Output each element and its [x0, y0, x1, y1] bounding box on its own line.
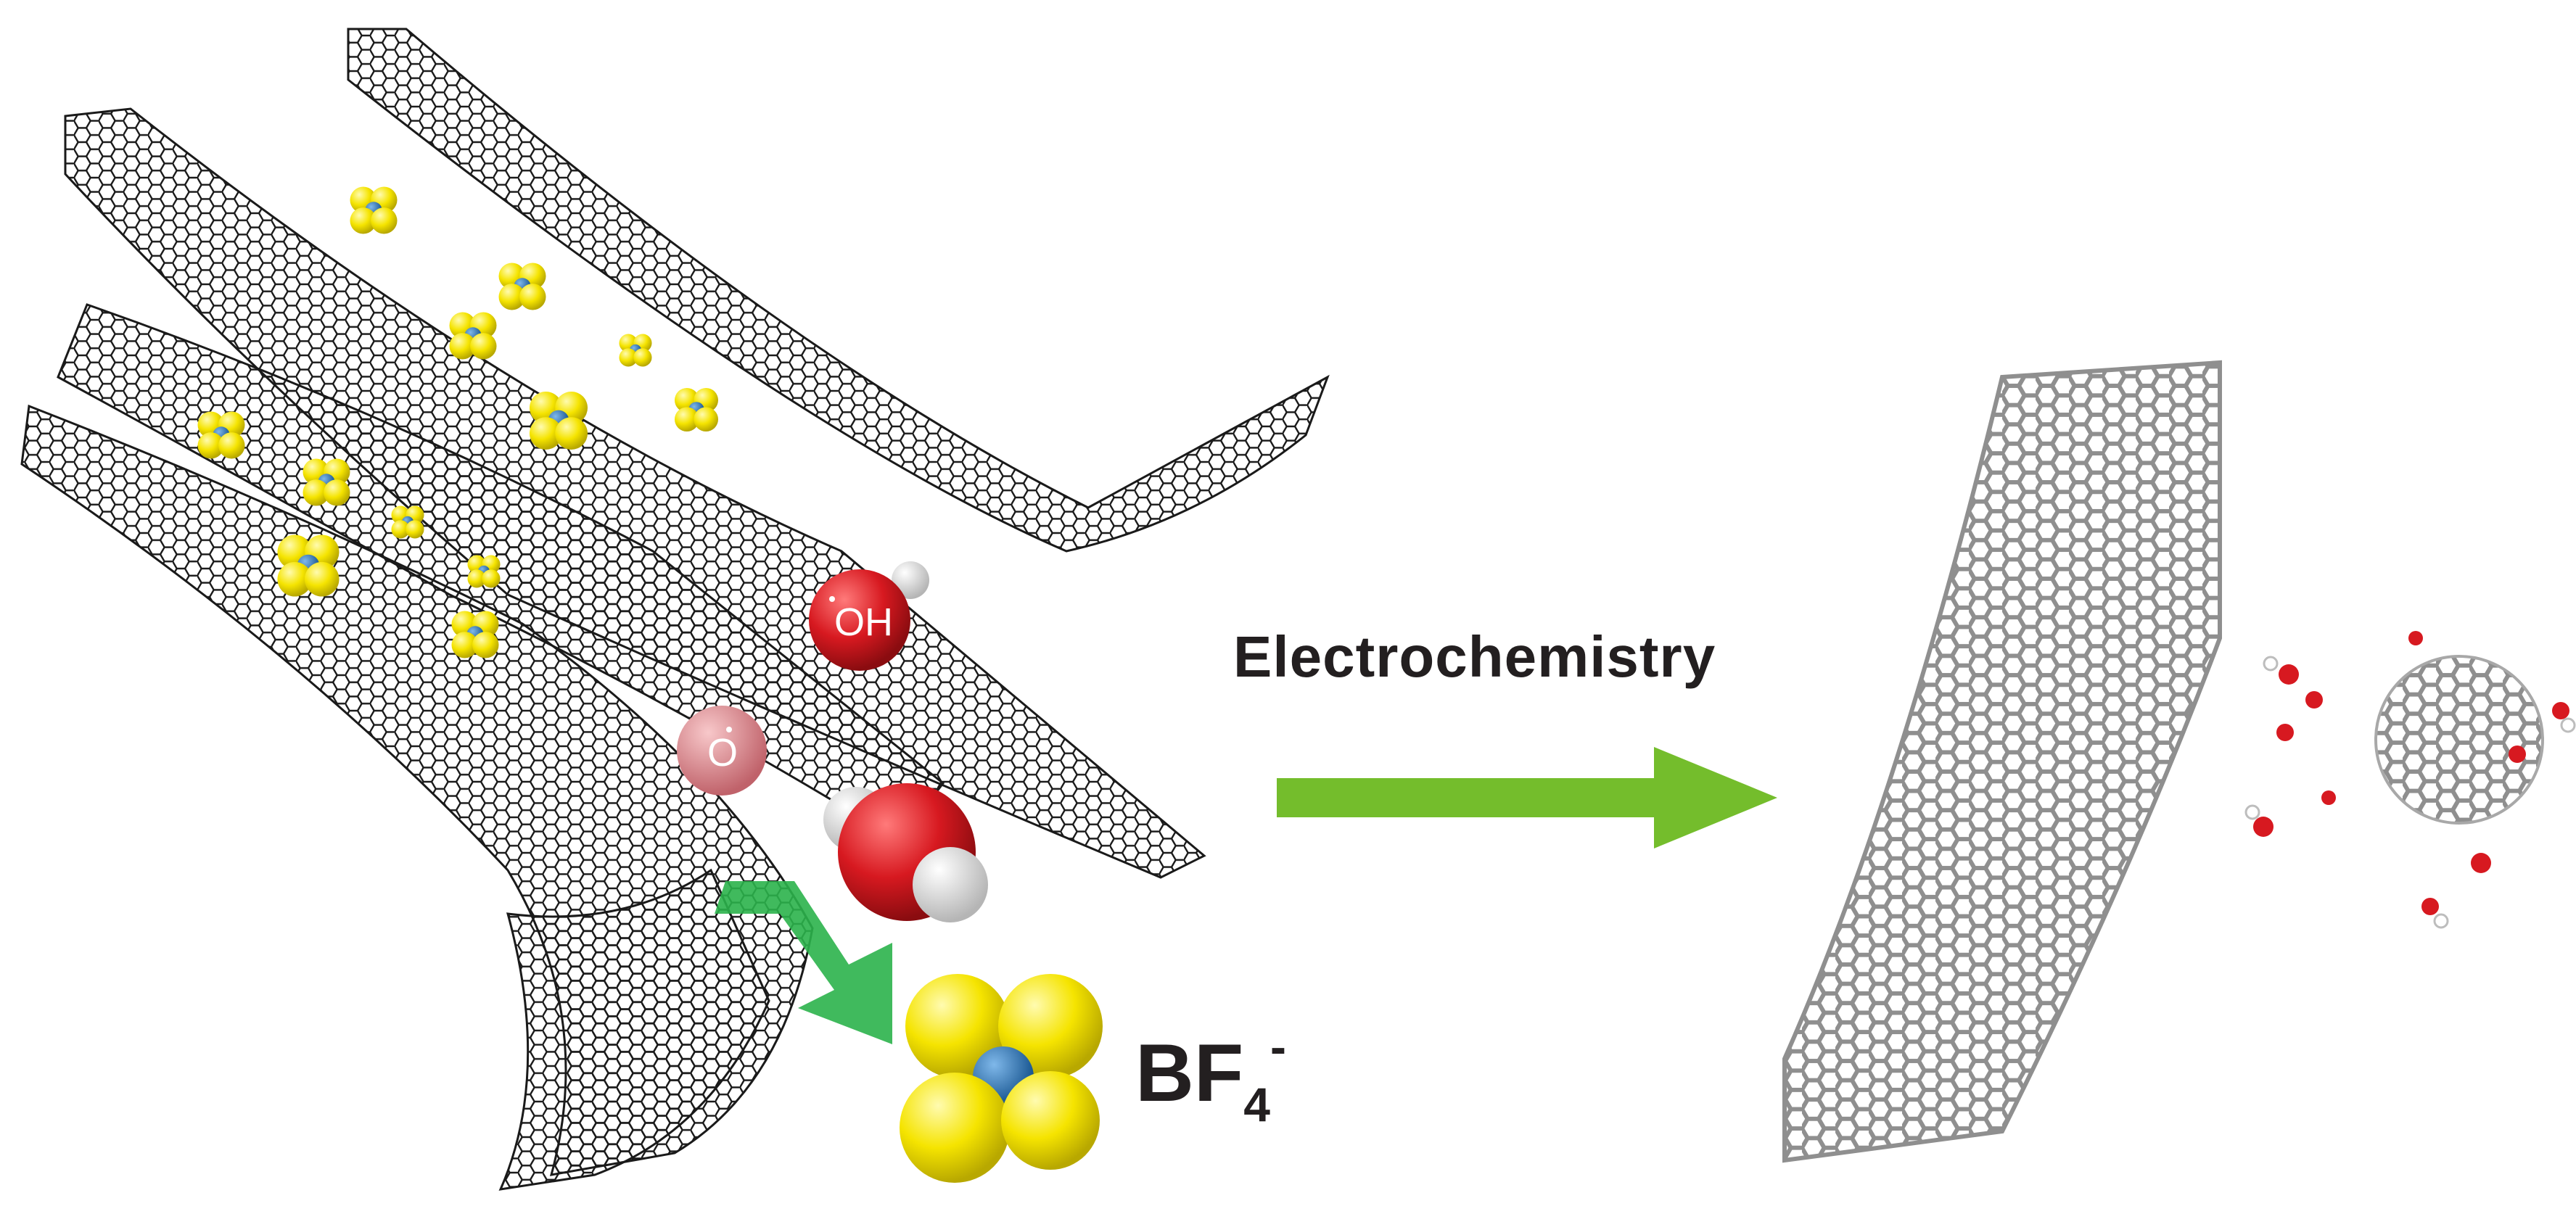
anion-label: BF4-	[1135, 1019, 1286, 1132]
graphene-sheet-top	[347, 28, 1330, 553]
hydroxyl-radical: OH	[809, 561, 929, 671]
water-molecule	[823, 783, 988, 922]
anion-label-base: BF	[1135, 1028, 1244, 1118]
bf4-anion	[277, 534, 340, 597]
bf4-anion	[303, 458, 350, 506]
process-label: Electrochemistry	[1233, 624, 1716, 689]
bf4-anion	[350, 186, 398, 234]
bf4-anion	[451, 611, 499, 658]
intercalation-arrow	[715, 881, 892, 1044]
oxygen-radical-label: O	[707, 731, 738, 775]
bf4-anion	[498, 263, 546, 310]
bf4-anion	[449, 312, 497, 360]
reaction-arrow-icon	[1277, 747, 1777, 848]
anion-label-subscript: 4	[1243, 1078, 1271, 1131]
anion-label-superscript: -	[1270, 1020, 1286, 1073]
bf4-anion	[197, 411, 245, 459]
graphene-quantum-dot	[2244, 631, 2576, 929]
bf4-anion	[530, 392, 588, 450]
oxygen-functional-groups	[2253, 631, 2569, 915]
graphene-stack	[20, 28, 1330, 1191]
bf4-anion	[675, 388, 718, 431]
graphene-sheet-bottom-fold	[498, 868, 770, 1191]
hydroxyl-radical-label: OH	[834, 600, 893, 644]
oxygen-radical: O	[677, 706, 767, 796]
bf4-anion	[619, 334, 652, 367]
bf4-anion	[467, 555, 501, 588]
graphene-ribbon-product	[1782, 360, 2222, 1163]
bf4-anion-large	[900, 974, 1103, 1183]
bf4-anion	[391, 505, 424, 539]
